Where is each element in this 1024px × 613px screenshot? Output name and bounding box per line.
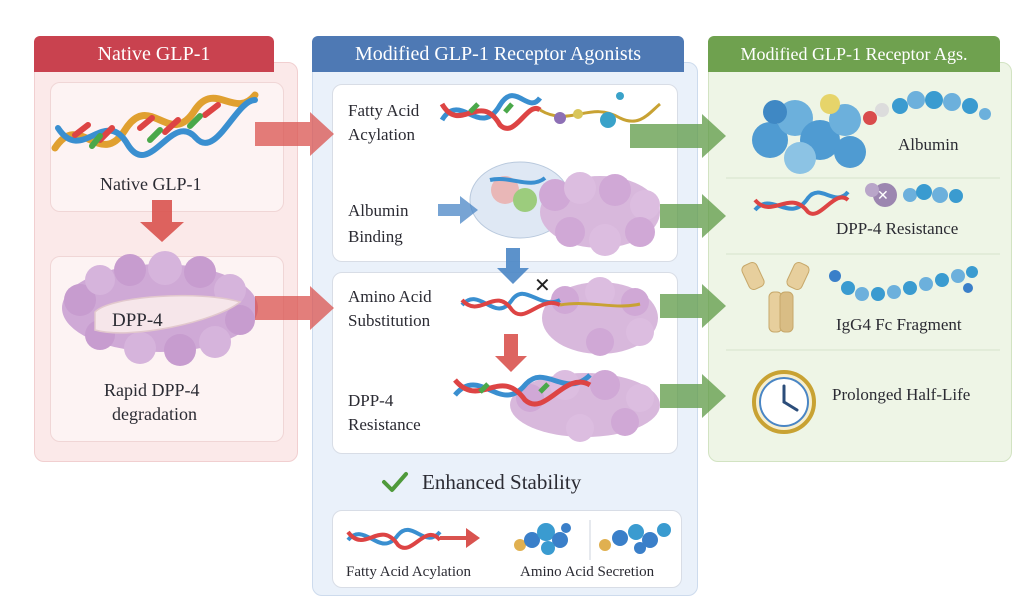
outcomes-header: Modified GLP-1 Receptor Ags. [708, 36, 1000, 72]
summary-label-secretion: Amino Acid Secretion [520, 564, 655, 580]
step-acylation-line1: Fatty Acid [348, 101, 420, 120]
native-molecule-label: Native GLP-1 [100, 174, 202, 194]
degradation-arrow [140, 200, 184, 242]
degradation-label-line2: degradation [112, 404, 197, 424]
step-acylation-line2: Acylation [348, 125, 416, 144]
summary-box [332, 510, 682, 588]
summary-amino-acid-icon [514, 523, 571, 555]
outcome-half-life: Prolonged Half-Life [832, 385, 971, 404]
native-title: Native GLP-1 [97, 42, 211, 65]
dpp4-resistant-peptide-icon: ✕ [753, 183, 963, 216]
block-x-icon: ✕ [534, 273, 551, 297]
summary-secretion-icon [599, 523, 671, 554]
dpp4-enzyme-label: DPP-4 [112, 310, 163, 331]
arrow-resistance-to-halflife [660, 374, 726, 418]
modified-header: Modified GLP-1 Receptor Agonists [312, 36, 684, 72]
clock-icon [752, 370, 816, 434]
dpp4-enzyme-icon [62, 251, 258, 366]
substitution-peptide-icon [460, 277, 658, 356]
degradation-label-line1: Rapid DPP-4 [104, 380, 200, 400]
arrow-binding-in [438, 196, 478, 224]
native-glp1-helix-icon [51, 91, 259, 158]
step-resistance-line2: Resistance [348, 415, 421, 434]
albumin-protein-icon [752, 91, 991, 174]
arrow-substitution-to-igg4 [660, 284, 726, 328]
arrow-down-to-resistance [495, 334, 527, 372]
summary-acylation-icon [346, 527, 480, 550]
acylation-peptide-icon [439, 92, 661, 131]
arrow-down-to-substitution [497, 248, 529, 284]
enhanced-stability-label: Enhanced Stability [422, 470, 582, 494]
arrow-albumin-to-dpp4res [660, 194, 726, 238]
step-binding-line1: Albumin [348, 201, 409, 220]
outcome-albumin: Albumin [898, 135, 959, 154]
step-binding-line2: Binding [348, 227, 403, 246]
step-substitution-line1: Amino Acid [348, 287, 432, 306]
igg4-fc-antibody-icon [741, 261, 810, 333]
arrow-native-to-acylation [255, 112, 334, 156]
modified-title: Modified GLP-1 Receptor Agonists [354, 42, 642, 65]
fc-peptide-chain-icon [829, 266, 978, 301]
native-header: Native GLP-1 [34, 36, 274, 72]
resistance-peptide-icon [453, 370, 660, 442]
albumin-complex-icon [469, 161, 660, 256]
summary-label-acylation: Fatty Acid Acylation [346, 564, 471, 580]
outcome-dpp4-resistance: DPP-4 Resistance [836, 219, 959, 238]
step-resistance-line1: DPP-4 [348, 391, 394, 410]
arrow-acylation-to-albumin [630, 114, 726, 158]
check-icon [382, 472, 408, 492]
outcome-igg4-fc: IgG4 Fc Fragment [836, 315, 962, 334]
svg-text:✕: ✕ [877, 188, 889, 204]
outcomes-title: Modified GLP-1 Receptor Ags. [740, 43, 968, 64]
step-substitution-line2: Substitution [348, 311, 431, 330]
arrow-dpp4-to-substitution [255, 286, 334, 330]
